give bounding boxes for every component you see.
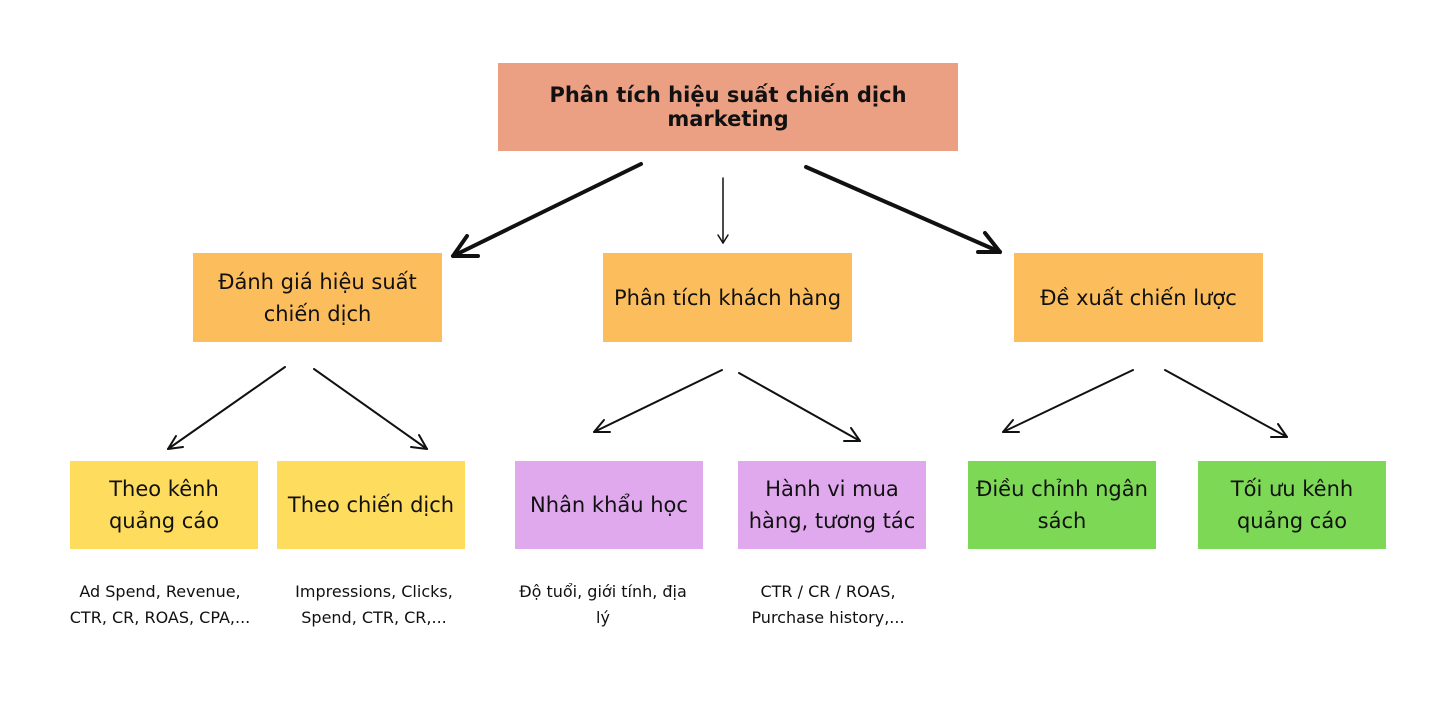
leaf-behavior: Hành vi mua hàng, tương tác [738, 461, 926, 549]
node-strategy: Đề xuất chiến lược [1014, 253, 1263, 342]
arrow-customer-to-demographics [593, 369, 723, 433]
node-customer-analysis: Phân tích khách hàng [603, 253, 852, 342]
node-strategy-label: Đề xuất chiến lược [1040, 285, 1237, 310]
leaf-by-channel: Theo kênh quảng cáo [70, 461, 258, 549]
node-evaluation-label: Đánh giá hiệu suất chiến dịch [218, 269, 417, 326]
leaf-by-campaign-label: Theo chiến dịch [287, 493, 455, 517]
arrow-strategy-to-budget [1002, 369, 1134, 433]
node-evaluation: Đánh giá hiệu suất chiến dịch [193, 253, 442, 342]
leaf-budget: Điều chỉnh ngân sách [968, 461, 1156, 549]
arrow-evaluation-to-campaign [313, 368, 428, 450]
leaf-channel-optimization: Tối ưu kênh quảng cáo [1198, 461, 1386, 549]
arrow-root-to-evaluation [451, 162, 643, 258]
arrow-evaluation-to-channel [167, 366, 286, 450]
leaf-by-campaign: Theo chiến dịch [277, 461, 465, 549]
note-by-campaign: Impressions, Clicks, Spend, CTR, CR,... [295, 582, 453, 627]
arrow-customer-to-behavior [738, 372, 861, 442]
arrow-strategy-to-channels [1164, 369, 1288, 438]
leaf-demographics: Nhân khẩu học [515, 461, 703, 549]
note-demographics: Độ tuổi, giới tính, địa lý [519, 582, 687, 627]
leaf-demographics-label: Nhân khẩu học [530, 493, 688, 517]
root-node: Phân tích hiệu suất chiến dịch marketing [498, 63, 958, 151]
node-customer-analysis-label: Phân tích khách hàng [613, 285, 842, 310]
note-by-channel: Ad Spend, Revenue, CTR, CR, ROAS, CPA,..… [69, 582, 251, 627]
arrow-root-to-customer [717, 177, 729, 244]
leaf-by-channel-label: Theo kênh quảng cáo [108, 477, 220, 533]
root-label: Phân tích hiệu suất chiến dịch marketing [549, 83, 907, 131]
leaf-budget-label: Điều chỉnh ngân sách [976, 477, 1148, 533]
arrow-root-to-strategy [804, 165, 1002, 254]
leaf-channel-optimization-label: Tối ưu kênh quảng cáo [1230, 477, 1354, 533]
leaf-behavior-label: Hành vi mua hàng, tương tác [748, 477, 916, 533]
note-behavior: CTR / CR / ROAS, Purchase history,... [751, 582, 905, 627]
